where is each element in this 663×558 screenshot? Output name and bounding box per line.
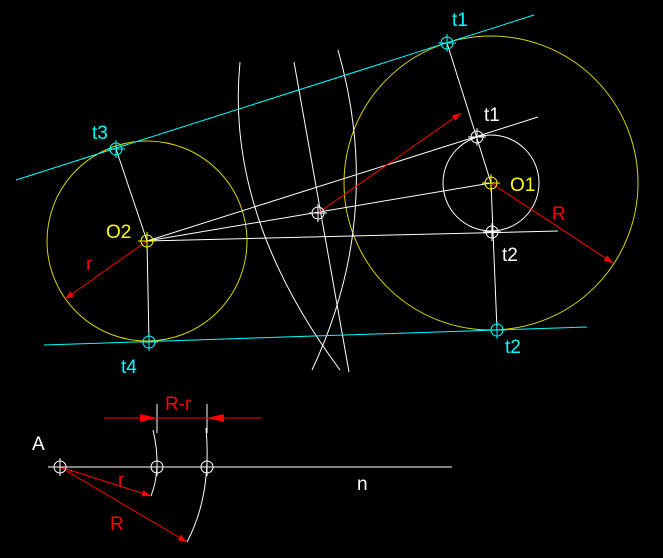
point-a: [51, 458, 69, 476]
bisector-arc-left: [237, 61, 341, 371]
radius-R-arrow: [490, 182, 614, 264]
label-t1-inner: t1: [484, 105, 500, 126]
point-t2-inner: [483, 223, 501, 241]
radius-r-arrow: [64, 240, 148, 300]
point-t1-top: [438, 34, 456, 52]
bisector-arc-right: [311, 49, 357, 371]
point-R-on-n: [198, 458, 216, 476]
perpendicular-bisector: [293, 61, 350, 373]
radius-line-t2: [490, 182, 498, 331]
label-r-small: r: [86, 254, 93, 275]
radius-line-t4: [146, 240, 150, 343]
arc-R: [186, 427, 208, 543]
radius-line-t3: [115, 148, 148, 242]
point-t4: [140, 333, 158, 351]
tangent-o2-to-inner-t2: [146, 230, 559, 242]
point-r-on-n: [148, 458, 166, 476]
label-t4: t4: [121, 357, 137, 378]
label-a: A: [32, 434, 45, 455]
label-R-big: R: [552, 204, 566, 225]
label-t3: t3: [92, 123, 108, 144]
dim-arrow-left: [140, 414, 157, 422]
point-t3: [107, 140, 125, 158]
label-o2: O2: [106, 222, 131, 243]
radius-R-arrow-lower: [59, 466, 188, 543]
label-R-lower: R: [110, 514, 124, 535]
label-n: n: [357, 474, 368, 495]
tangent-o2-to-inner-t1: [146, 116, 539, 242]
label-o1: O1: [510, 175, 535, 196]
point-t1-inner: [468, 128, 486, 146]
label-r-lower: r: [118, 470, 125, 491]
radius-line-t1: [446, 42, 492, 184]
inner-circle-radius-R-minus-r: [442, 134, 540, 232]
outer-tangent-top: [15, 14, 535, 181]
radius-R-minus-r-arrow: [317, 112, 462, 214]
label-t1-top: t1: [452, 10, 468, 31]
point-t2-bottom: [488, 321, 506, 339]
small-circle: [46, 140, 248, 342]
dim-arrow-right: [207, 414, 224, 422]
point-midpoint: [309, 204, 327, 222]
label-t2-bottom: t2: [505, 337, 521, 358]
radius-r-arrow-lower: [59, 466, 152, 497]
point-o1: [482, 174, 500, 192]
label-t2-inner: t2: [502, 245, 518, 266]
point-o2: [138, 232, 156, 250]
label-R-minus-r: R-r: [165, 394, 192, 415]
